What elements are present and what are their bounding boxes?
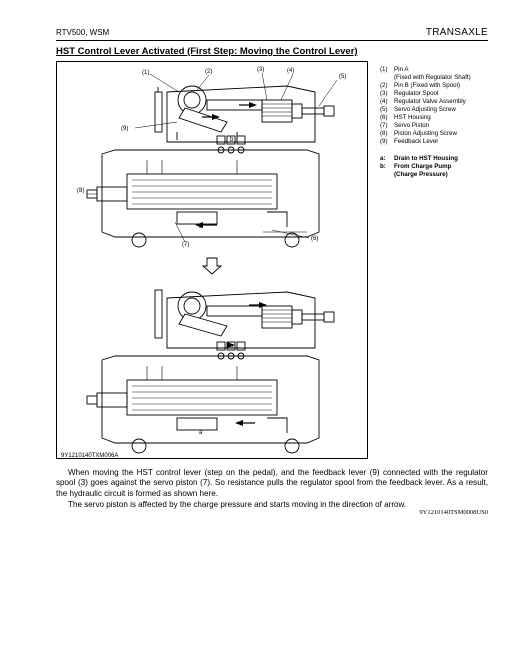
header-model: RTV500, WSM xyxy=(56,28,110,37)
callout-3: (3) xyxy=(257,67,264,73)
document-code: 9Y1210140TSM0008US0 xyxy=(419,509,488,516)
legend-item: (2)Pin B (Fixed with Spool) xyxy=(380,82,461,89)
leader-lines-top xyxy=(87,72,338,243)
callouts-top: (1) (2) (3) (4) (5) (9) (8) (7) (6) b a xyxy=(77,67,346,248)
label-a-bottom: a xyxy=(199,430,203,436)
label-b-bottom: b xyxy=(230,344,234,350)
header-rule xyxy=(56,40,488,41)
section-title: HST Control Lever Activated (First Step:… xyxy=(56,46,358,57)
legend-item: (6)HST Housing xyxy=(380,114,431,121)
flow-arrows-bottom xyxy=(227,302,267,426)
figure-code: 9Y1210140TXM006A xyxy=(61,453,118,459)
callout-6: (6) xyxy=(311,236,318,242)
callout-7: (7) xyxy=(182,242,189,248)
body-text: When moving the HST control lever (step … xyxy=(56,468,488,511)
down-arrow xyxy=(201,257,223,275)
flow-arrows-top xyxy=(195,102,257,228)
label-a-top: a xyxy=(199,224,203,230)
callout-1: (1) xyxy=(142,70,149,76)
legend-subitem: (Charge Pressure) xyxy=(394,171,448,178)
legend-item: (5)Servo Adjusting Screw xyxy=(380,106,456,113)
callout-5: (5) xyxy=(339,74,346,80)
legend-item: (9)Feedback Lever xyxy=(380,138,439,145)
legend-letter-item: a:Drain to HST Housing xyxy=(380,155,458,162)
legend-item: (4)Regulator Valve Assembly xyxy=(380,98,466,105)
callouts-bottom: b a xyxy=(199,344,234,436)
callout-4: (4) xyxy=(287,68,294,74)
paragraph-2: The servo piston is affected by the char… xyxy=(68,500,407,510)
header-section: TRANSAXLE xyxy=(425,27,488,38)
paragraph-1: When moving the HST control lever (step … xyxy=(56,468,488,498)
legend-item: (3)Regulator Spool xyxy=(380,90,439,97)
lower-assembly-drawing xyxy=(86,289,335,454)
legend-item: (1)Pin A xyxy=(380,66,409,73)
hst-diagram: (1) (2) (3) (4) (5) (9) (8) (7) (6) b a xyxy=(61,67,346,459)
upper-assembly-drawing xyxy=(86,85,335,248)
label-b-top: b xyxy=(230,137,234,143)
legend-item: (7)Servo Piston xyxy=(380,122,430,129)
legend-subitem: (Fixed with Regulator Shaft) xyxy=(394,74,471,81)
legend: (1)Pin A (Fixed with Regulator Shaft) (2… xyxy=(380,66,508,179)
callout-2: (2) xyxy=(205,69,212,75)
legend-letter-item: b:From Charge Pump xyxy=(380,163,452,170)
figure-frame: (1) (2) (3) (4) (5) (9) (8) (7) (6) b a xyxy=(56,61,368,459)
legend-item: (8)Piston Adjusting Screw xyxy=(380,130,457,137)
callout-9: (9) xyxy=(121,126,128,132)
callout-8: (8) xyxy=(77,188,84,194)
